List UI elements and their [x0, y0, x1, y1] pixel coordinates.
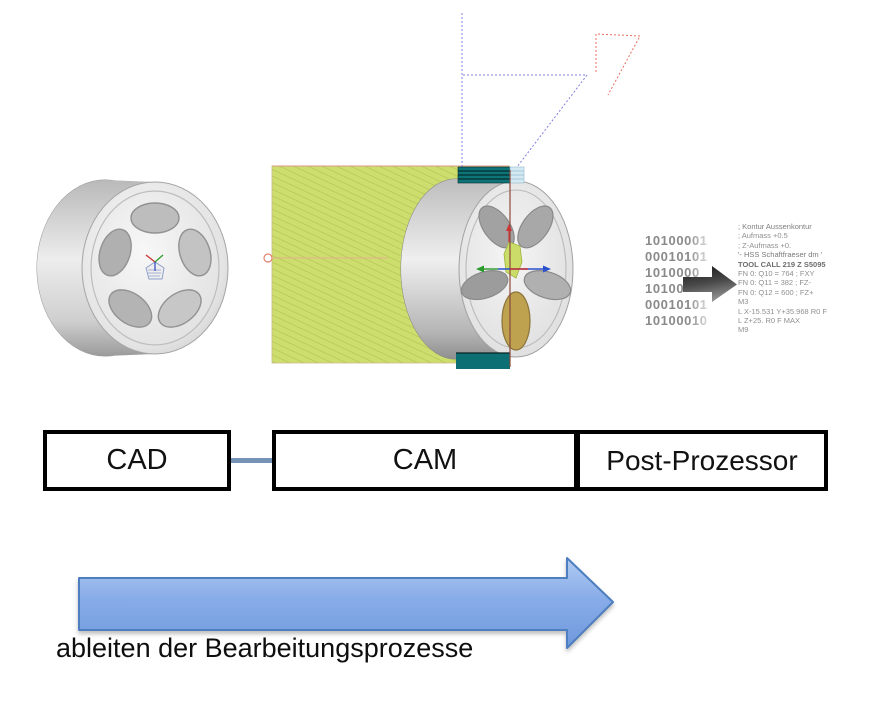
cam-spoke-hole [517, 205, 554, 249]
toolpath-start-point [263, 253, 273, 263]
process-box-postprocessor-label: Post-Prozessor [606, 444, 798, 476]
binary-line: 10100 [645, 280, 685, 296]
cad-spoke-hole [178, 228, 212, 277]
process-box-cam-label: CAM [392, 444, 458, 476]
nc-program-line: ; Z-Aufmass +0. [738, 240, 792, 250]
cad-origin-triad-icon [145, 254, 165, 280]
nc-program-line: FN 0: Q11 = 382 ; FZ- [738, 278, 812, 288]
nc-program-line: M9 [738, 325, 749, 335]
binary-to-code-arrow-icon [683, 266, 737, 302]
cad-wheel-image [36, 179, 229, 357]
cad-spoke-hole [130, 202, 180, 234]
flow-arrow-icon [78, 557, 614, 649]
cad-wheel-face [81, 181, 229, 355]
binary-line: 10100010 [645, 312, 708, 328]
cam-spoke-hole [460, 270, 509, 301]
cam-simulation-image [263, 13, 641, 369]
process-box-cam: CAM [272, 430, 577, 491]
nc-program-line: '- HSS Schaftfraeser dm ' [738, 250, 823, 260]
fixture-band-bottom [456, 352, 510, 369]
caption-text: ableiten der Bearbeitungsprozesse [56, 633, 474, 663]
cad-spoke-hole [98, 228, 132, 277]
nc-program-line: TOOL CALL 219 Z S5095 [738, 259, 826, 269]
binary-line: 00010101 [645, 248, 708, 264]
cad-cam-connector-line [231, 458, 272, 463]
binary-line: 1010000 [645, 264, 700, 280]
cad-spoke-hole [108, 289, 153, 328]
process-box-cad: CAD [43, 430, 231, 491]
nc-program-line: FN 0: Q12 = 600 ; FZ+ [738, 287, 814, 297]
cam-spoke-hole [523, 270, 572, 301]
coordinate-axes-icon [476, 224, 551, 273]
toolpath-blue-profile [463, 74, 589, 168]
nc-program-line: L X-15.531 Y+35.968 R0 F [738, 306, 828, 316]
nc-program-block: ; Kontur Aussenkontur; Aufmass +0.5; Z-A… [738, 222, 827, 335]
process-box-cad-label: CAD [106, 444, 168, 476]
process-box-postprocessor: Post-Prozessor [577, 430, 828, 491]
nc-program-line: M3 [738, 297, 749, 307]
toolpath-red-profile [595, 33, 641, 96]
nc-program-line: FN 0: Q10 = 764 ; FXY [738, 269, 815, 279]
fixture-band-top [457, 166, 525, 184]
binary-line: 10100001 [645, 233, 708, 248]
cad-spoke-hole [157, 289, 202, 328]
cam-machined-pocket-gold [501, 291, 531, 351]
nc-program-line: L Z+25. R0 F MAX [738, 316, 801, 326]
nc-program-line: ; Kontur Aussenkontur [738, 222, 812, 231]
nc-program-line: ; Aufmass +0.5 [738, 231, 788, 241]
